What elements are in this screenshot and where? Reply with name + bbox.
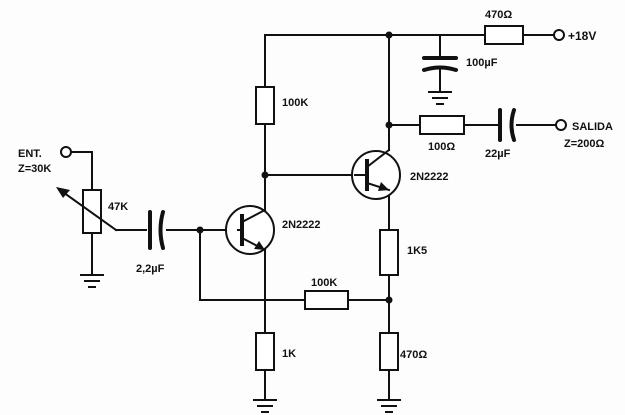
r-emitter-q2-top-label: 1K5 bbox=[407, 245, 427, 257]
npn-transistor-q2 bbox=[351, 148, 401, 200]
wires bbox=[70, 34, 557, 401]
resistor-r-emitter-q1 bbox=[255, 332, 275, 371]
ground-icon bbox=[80, 274, 104, 288]
terminal-icon bbox=[553, 29, 565, 41]
q2-label: 2N2222 bbox=[410, 171, 449, 183]
input-impedance-label: Z=30K bbox=[18, 163, 51, 175]
resistor-r-supply bbox=[484, 25, 524, 45]
ground-icon bbox=[377, 399, 401, 413]
npn-transistor-q1 bbox=[225, 205, 275, 255]
capacitor-filter bbox=[422, 56, 458, 72]
input-cap-label: 2,2µF bbox=[136, 263, 165, 275]
resistor-r-emitter-q2-top bbox=[379, 229, 399, 276]
capacitor-output bbox=[498, 108, 516, 142]
r-collector-label: 100K bbox=[282, 97, 308, 109]
r-output-label: 100Ω bbox=[428, 141, 455, 153]
junction-dot bbox=[385, 31, 393, 39]
resistor-r-emitter-q2-bottom bbox=[379, 332, 399, 371]
r-emitter-q1-label: 1K bbox=[282, 348, 296, 360]
capacitor-input bbox=[148, 210, 165, 250]
junction-dot bbox=[385, 121, 393, 129]
c-output-label: 22µF bbox=[485, 148, 511, 160]
q1-label: 2N2222 bbox=[282, 219, 321, 231]
terminal-icon bbox=[60, 146, 72, 158]
resistor-r-output bbox=[419, 115, 465, 135]
input-name-label: ENT. bbox=[18, 148, 42, 160]
pot-value-label: 47K bbox=[108, 201, 128, 213]
junction-dot bbox=[196, 226, 204, 234]
output-name-label: SALIDA bbox=[572, 121, 613, 133]
resistor-r-feedback bbox=[304, 290, 349, 310]
output-impedance-label: Z=200Ω bbox=[564, 138, 604, 150]
junction-dot bbox=[261, 171, 269, 179]
ground-icon bbox=[253, 399, 277, 413]
c-filter-label: 100µF bbox=[466, 57, 498, 69]
resistor-r-collector-q1 bbox=[255, 86, 275, 125]
junction-dots bbox=[196, 31, 393, 304]
supply-voltage-label: +18V bbox=[568, 29, 596, 43]
potentiometer-icon bbox=[56, 187, 118, 234]
ground-icon bbox=[428, 91, 452, 105]
r-supply-label: 470Ω bbox=[485, 9, 512, 21]
junction-dot bbox=[385, 296, 393, 304]
r-emitter-q2-bottom-label: 470Ω bbox=[400, 349, 427, 361]
terminal-icon bbox=[555, 119, 567, 131]
r-feedback-label: 100K bbox=[311, 277, 337, 289]
